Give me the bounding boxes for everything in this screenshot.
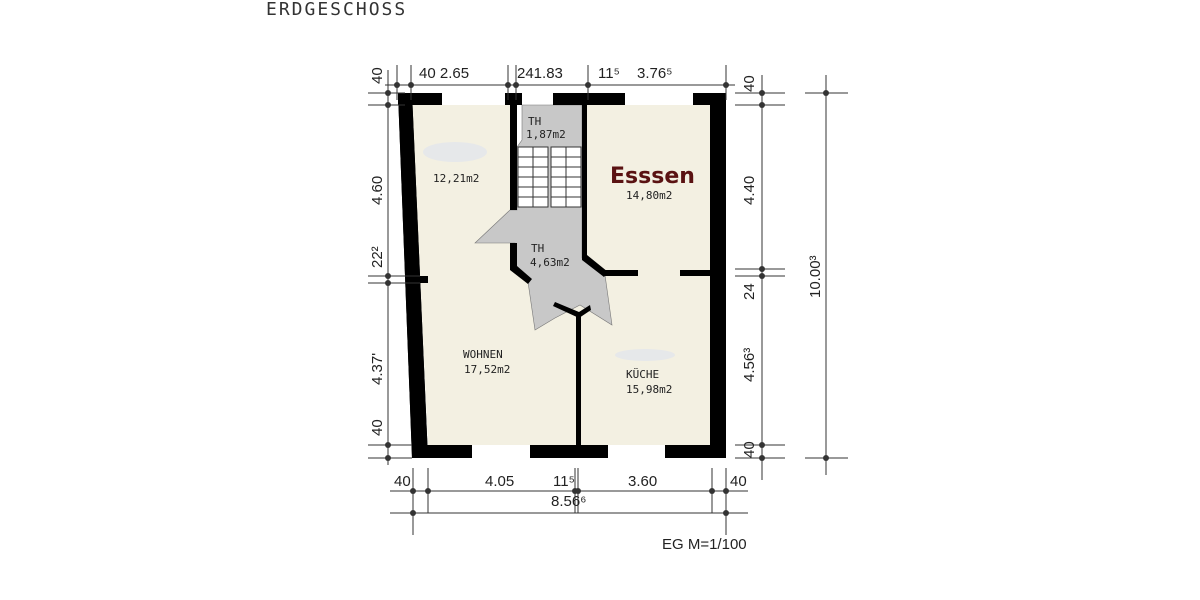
room-name: WOHNEN xyxy=(463,348,503,361)
dim-label: 40 xyxy=(394,473,411,490)
blurred-label xyxy=(615,349,675,361)
room-area: 17,52m2 xyxy=(464,363,510,376)
dim-label: 40 xyxy=(369,67,386,84)
dim-label: 3.60 xyxy=(628,473,657,490)
room-name: TH xyxy=(528,115,541,128)
dim-label: 40 xyxy=(741,441,758,458)
dim-label-total-width: 8.56⁶ xyxy=(551,493,586,510)
room-area: 15,98m2 xyxy=(626,383,672,396)
room-name: KÜCHE xyxy=(626,368,659,381)
room-area: 4,63m2 xyxy=(530,256,570,269)
dim-label: 40 xyxy=(730,473,747,490)
room-name: Esssen xyxy=(610,164,695,189)
dim-label: 24 xyxy=(741,283,758,300)
dim-label: 40 xyxy=(741,75,758,92)
dim-label: 11⁵ xyxy=(553,473,575,490)
room-area: 1,87m2 xyxy=(526,128,566,141)
dim-label: 4.56³ xyxy=(741,348,758,382)
plan-title: ERDGESCHOSS xyxy=(266,0,407,20)
dim-label: 4.37' xyxy=(369,353,386,385)
dim-label-total-height: 10.00³ xyxy=(807,255,824,298)
room-area: 12,21m2 xyxy=(433,172,479,185)
dimension-dots xyxy=(385,82,829,516)
dim-label: 3.76⁵ xyxy=(637,65,672,82)
staircase xyxy=(517,146,582,208)
dim-label: 241.83 xyxy=(517,65,563,82)
dim-label: 4.40 xyxy=(741,176,758,205)
dim-label: 22² xyxy=(369,246,386,268)
dim-label: 4.60 xyxy=(369,176,386,205)
room-area: 14,80m2 xyxy=(626,189,672,202)
room-floor xyxy=(587,105,710,275)
dimension-lines xyxy=(368,65,848,535)
dim-label: 40 xyxy=(369,419,386,436)
dim-label: 11⁵ xyxy=(598,65,620,82)
dim-label: 4.05 xyxy=(485,473,514,490)
blurred-label xyxy=(423,142,487,162)
dim-label: 40 2.65 xyxy=(419,65,469,82)
room-floor xyxy=(412,105,510,445)
room-name: TH xyxy=(531,242,544,255)
scale-label: EG M=1/100 xyxy=(662,536,747,553)
